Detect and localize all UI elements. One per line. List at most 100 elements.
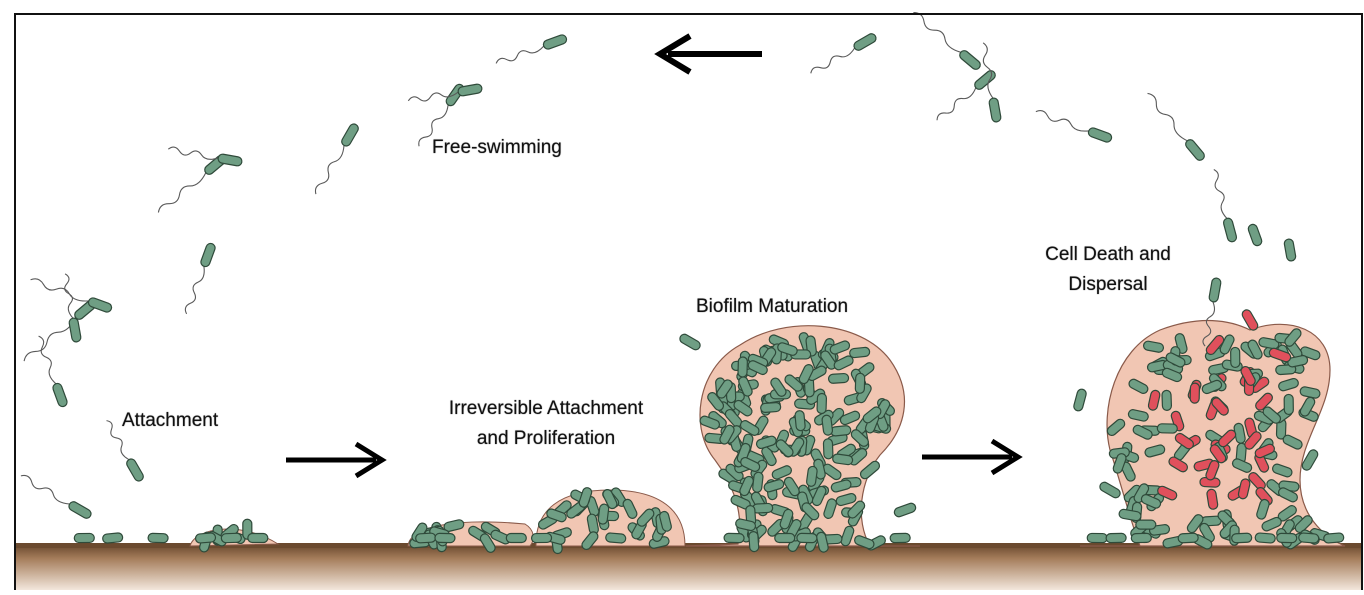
swimming-cell-body xyxy=(1184,138,1206,162)
label-attachment: Attachment xyxy=(122,406,218,436)
swimming-cell-body xyxy=(958,49,982,71)
surface-cell xyxy=(890,533,910,543)
swimming-bacterium xyxy=(1214,170,1238,243)
surface-cell xyxy=(148,533,168,543)
swimming-bacterium xyxy=(21,475,93,519)
surface-cell xyxy=(1178,533,1198,543)
bacterium-cell xyxy=(828,373,849,383)
flagellum xyxy=(1214,170,1227,219)
label-death-line1: Cell Death and xyxy=(1028,240,1188,270)
surface-cell xyxy=(1087,533,1107,542)
bacterium-cell xyxy=(1157,424,1177,433)
bacterium-cell xyxy=(855,373,865,393)
surface-cell xyxy=(195,533,216,544)
flagellum xyxy=(937,88,976,121)
surface-cell xyxy=(415,533,435,543)
swimming-cell-body xyxy=(1223,217,1238,243)
swimming-cell-body xyxy=(542,34,568,51)
flagellum xyxy=(185,266,204,314)
surface-cell xyxy=(1232,533,1252,543)
bacterium-cell xyxy=(1231,347,1240,367)
swimming-bacterium xyxy=(24,299,97,361)
loose-cell xyxy=(1247,223,1263,247)
loose-cell xyxy=(1098,481,1122,500)
surface-cell xyxy=(1277,533,1297,542)
label-death-line2: Dispersal xyxy=(1028,270,1188,300)
flagellum xyxy=(315,145,344,194)
swimming-bacterium xyxy=(408,83,482,100)
surface-cell xyxy=(221,533,241,543)
bacterium-cell xyxy=(1284,394,1293,414)
bacterium-cell xyxy=(849,347,870,358)
arrow-right-attachment xyxy=(286,444,382,476)
flagellum xyxy=(811,48,855,73)
bacterium-cell xyxy=(822,415,833,436)
bacterium-cell xyxy=(817,393,827,413)
surface-cell xyxy=(605,533,626,544)
swimming-bacterium xyxy=(185,242,216,314)
surface-cell xyxy=(102,533,123,544)
bacterium-cell xyxy=(598,504,609,525)
bacterium-cell xyxy=(823,439,833,459)
dead-cell xyxy=(1190,383,1199,403)
surface-cell xyxy=(1255,533,1276,544)
loose-cell xyxy=(1284,238,1297,261)
label-cell-death-dispersal: Cell Death and Dispersal xyxy=(1028,240,1188,300)
flagellum xyxy=(65,274,73,318)
loose-cell xyxy=(1073,388,1087,412)
swimming-bacterium xyxy=(65,274,82,343)
swimming-cell-body xyxy=(52,382,69,408)
swimming-bacterium xyxy=(168,147,242,166)
flagellum xyxy=(21,475,70,504)
flagellum xyxy=(168,147,218,159)
surface-cell xyxy=(1323,533,1344,544)
flagellum xyxy=(1036,111,1089,132)
surface-cell xyxy=(724,533,744,542)
surface-cell xyxy=(1298,533,1319,544)
flagellum xyxy=(913,13,960,53)
bacterium-cell xyxy=(749,531,759,552)
bacterium-cell xyxy=(830,425,851,436)
swimming-cell-body xyxy=(340,122,360,147)
surface-cell xyxy=(532,533,552,542)
surface-cell xyxy=(435,533,455,542)
arrow-left-top xyxy=(660,36,762,72)
swimming-bacterium xyxy=(315,122,359,194)
swimming-bacterium xyxy=(913,13,982,72)
surface-cell xyxy=(248,533,268,542)
bacterium-cell xyxy=(795,410,806,431)
flagellum xyxy=(24,318,76,361)
swimming-cell-body xyxy=(1087,127,1113,144)
substratum-surface xyxy=(16,545,1362,590)
swimming-bacterium xyxy=(1036,111,1113,144)
label-free-swimming: Free-swimming xyxy=(432,133,562,163)
bacterium-cell xyxy=(1136,520,1156,529)
swimming-cell-body xyxy=(68,317,81,342)
surface-cell xyxy=(506,533,526,542)
swimming-cell-body xyxy=(852,32,877,52)
surface-cell xyxy=(74,533,94,542)
surface-cell xyxy=(775,533,795,542)
swimming-cell-body xyxy=(988,97,1001,122)
flagellum xyxy=(158,173,205,213)
flagellum xyxy=(31,279,89,301)
swimming-cell-body xyxy=(973,69,997,91)
swimming-bacterium xyxy=(158,154,227,213)
bacterium-cell xyxy=(752,472,763,493)
swimming-bacterium xyxy=(39,336,69,408)
swimming-cell-body xyxy=(67,500,92,520)
swimming-cell-body xyxy=(200,242,217,268)
loose-cell xyxy=(678,333,702,352)
label-irreversible-line1: Irreversible Attachment xyxy=(410,394,682,424)
flagellum xyxy=(1148,93,1188,140)
bacterium-cell xyxy=(1162,390,1172,410)
swimming-bacterium xyxy=(1148,93,1207,162)
surface-cell xyxy=(1131,533,1151,542)
swimming-bacterium xyxy=(496,34,568,64)
swimming-bacterium xyxy=(811,32,878,73)
label-irreversible-attachment: Irreversible Attachment and Proliferatio… xyxy=(410,394,682,454)
surface-cell xyxy=(797,533,817,542)
loose-cell xyxy=(893,502,917,518)
bacterium-cell xyxy=(738,357,748,377)
